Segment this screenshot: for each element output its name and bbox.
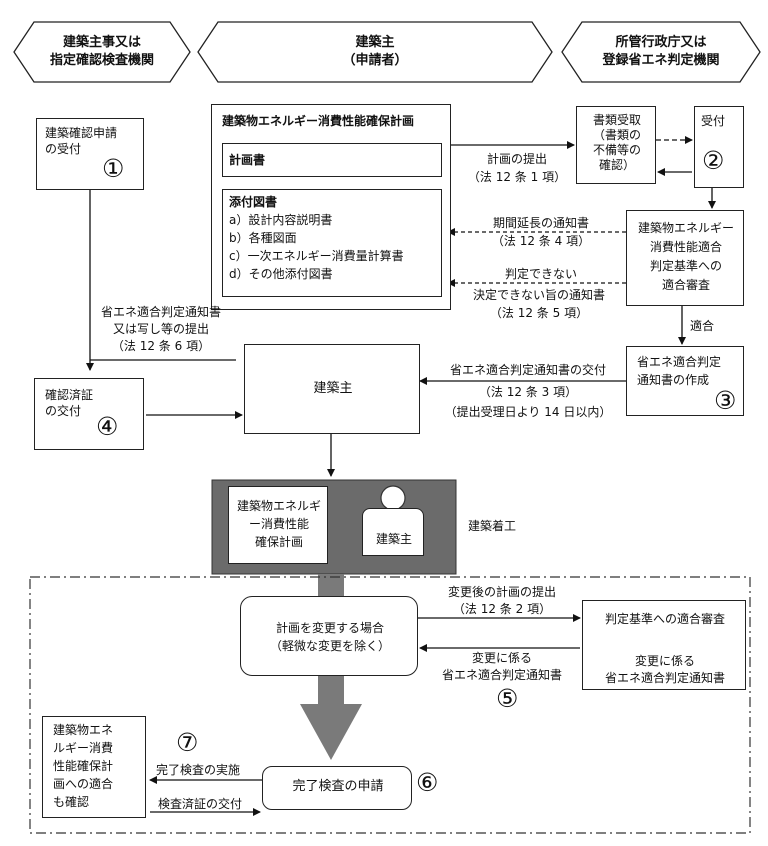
flow-arrowhead — [300, 704, 362, 760]
completion-inspection-application-box: 完了検査の申請 — [262, 766, 412, 810]
keikakusho-doc: 計画書 — [222, 143, 442, 177]
owner-box: 建築主 — [244, 344, 420, 434]
criteria-review-box: 判定基準への適合審査 変更に係る 省エネ適合判定通知書 — [582, 600, 746, 690]
attachments-doc: 添付図書 a）設計内容説明書 b）各種図面 c）一次エネルギー消費量計算書 d）… — [222, 189, 442, 297]
plan-change-box: 計画を変更する場合 （軽微な変更を除く） — [240, 596, 418, 676]
document-receipt-box: 書類受取 （書類の 不備等の 確認） — [576, 106, 656, 184]
confirmation-certificate-label: 確認済証 の交付 — [45, 388, 94, 418]
plan-change-label: 計画を変更する場合 （軽微な変更を除く） — [269, 621, 390, 653]
step-number-2: ② — [702, 146, 725, 175]
compliance-review-box: 建築物エネルギー 消費性能適合 判定基準への 適合審査 — [626, 210, 744, 306]
notice-creation-label: 省エネ適合判定 通知書の作成 — [637, 355, 722, 387]
attachment-item: d）その他添付図書 — [229, 267, 333, 281]
cannot-judge-label: 判定できない — [504, 267, 577, 281]
compliance-review-label: 建築物エネルギー 消費性能適合 判定基準への 適合審査 — [637, 221, 734, 292]
document-receipt-label: 書類受取 （書類の 不備等の 確認） — [592, 113, 641, 172]
changed-plan-submission-label: 変更後の計画の提出 （法 12 条 2 項） — [447, 585, 556, 616]
step-number-1: ① — [102, 154, 125, 183]
deadline-label: （提出受理日より 14 日以内） — [444, 405, 612, 419]
step-number-3: ③ — [714, 386, 737, 415]
step-number-4: ④ — [96, 412, 119, 441]
attachment-item: b）各種図面 — [229, 231, 297, 245]
energy-plan-box: 建築物エネルギー消費性能確保計画 計画書 添付図書 a）設計内容説明書 b）各種… — [211, 104, 451, 310]
change-notice-label: 変更に係る 省エネ適合判定通知書 — [604, 654, 725, 685]
header-right-shape — [561, 21, 761, 83]
extension-notice-label: 期間延長の通知書 （法 12 条 4 項） — [491, 216, 591, 248]
reception-label: 受付 — [701, 114, 726, 128]
notice-creation-box: 省エネ適合判定 通知書の作成 — [626, 346, 744, 416]
change-area — [29, 576, 751, 834]
keikakusho-label: 計画書 — [229, 153, 266, 167]
cannot-decide-notice-label: 決定できない旨の通知書 （法 12 条 5 項） — [472, 288, 605, 320]
final-compliance-box: 建築物エネ ルギー消費 性能確保計 画への適合 も確認 — [42, 716, 146, 818]
header-left-shape — [13, 21, 191, 83]
confirmation-certificate-box: 確認済証 の交付 — [34, 378, 144, 450]
site-owner-card: 建築主 — [362, 508, 424, 556]
step-number-6: ⑥ — [416, 768, 439, 797]
reception-box: 受付 — [694, 106, 744, 188]
step-number-5: ⑤ — [496, 684, 519, 713]
compliant-label: 適合 — [690, 319, 715, 333]
site-plan-doc: 建築物エネルギ ー消費性能 確保計画 — [228, 486, 328, 564]
notice-submission-label: 省エネ適合判定通知書 又は写し等の提出 （法 12 条 6 項） — [100, 305, 221, 353]
header-left: 建築主事又は 指定確認検査機関 — [49, 35, 154, 68]
change-notice-return-label: 変更に係る 省エネ適合判定通知書 — [441, 651, 562, 682]
site-plan-label: 建築物エネルギ ー消費性能 確保計画 — [236, 499, 321, 549]
final-compliance-label: 建築物エネ ルギー消費 性能確保計 画への適合 も確認 — [53, 723, 114, 809]
attachment-item: c）一次エネルギー消費量計算書 — [229, 249, 404, 263]
site-owner-label: 建築主 — [375, 532, 412, 546]
building-confirmation-receipt-box: 建築確認申請 の受付 — [36, 118, 144, 190]
criteria-review-label: 判定基準への適合審査 — [604, 612, 725, 626]
completion-inspection-application-label: 完了検査の申請 — [292, 779, 384, 794]
step-number-7: ⑦ — [176, 728, 199, 757]
notice-issuance-label: 省エネ適合判定通知書の交付 — [449, 363, 606, 377]
owner-label: 建築主 — [313, 381, 353, 396]
plan-title: 建築物エネルギー消費性能確保計画 — [222, 114, 415, 128]
completion-inspection-label: 完了検査の実施 — [156, 763, 241, 777]
attachments-title: 添付図書 — [229, 195, 278, 209]
header-right: 所管行政庁又は 登録省エネ判定機関 — [602, 35, 720, 68]
header-center: 建築主 （申請者） — [342, 35, 408, 68]
inspection-certificate-label: 検査済証の交付 — [158, 797, 243, 811]
construction-start-label: 建築着工 — [468, 519, 517, 533]
header-center-shape — [197, 21, 553, 83]
notice-issuance-article-label: （法 12 条 3 項） — [478, 385, 578, 399]
attachment-item: a）設計内容説明書 — [229, 213, 333, 227]
plan-submission-label: 計画の提出 （法 12 条 1 項） — [467, 152, 567, 184]
person-head-icon — [380, 485, 406, 511]
building-confirmation-receipt-label: 建築確認申請 の受付 — [45, 126, 118, 156]
